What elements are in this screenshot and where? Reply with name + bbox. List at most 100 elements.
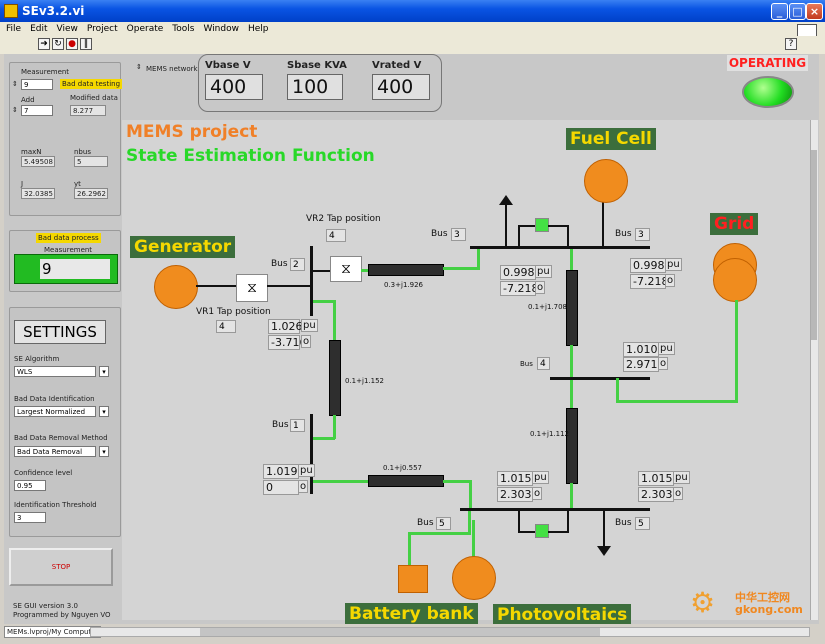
vrated-value[interactable]: 400 [372,74,430,100]
grid-line-c [616,378,619,402]
id-threshold-label: Identification Threshold [14,501,97,509]
bad-data-removal-label: Bad Data Removal Method [14,434,108,442]
grid-icon [713,258,757,302]
run-arrow-icon[interactable]: ➜ [38,38,50,50]
measurement2-label: Measurement [44,246,93,254]
scrollbar-thumb[interactable] [811,150,817,340]
confidence-label: Confidence level [14,469,73,477]
battery-line-c [468,511,471,535]
menu-window[interactable]: Window [203,24,239,34]
stop-button[interactable]: STOP [9,548,113,586]
menu-edit[interactable]: Edit [30,24,48,34]
bus3-switch-top-l [518,225,536,227]
line-1-5-b [443,480,471,483]
bus5-switch-bot-r [548,531,568,533]
add-stepper-icon[interactable]: ⇕ [12,106,18,114]
abort-icon[interactable]: ● [66,38,78,50]
menu-project[interactable]: Project [86,24,118,34]
bus5-right-pu: pu [673,471,690,484]
diagram-area [122,120,810,620]
bus4-voltage: 1.010 [623,342,659,357]
id-threshold-input[interactable]: 3 [14,512,46,523]
generator-icon [154,265,198,309]
add-label: Add [21,96,35,104]
line-2-1-d [313,437,335,440]
bus1-deg: o [298,480,309,493]
vr1-label: VR1 Tap position [196,307,271,317]
help-icon[interactable]: ? [785,38,797,50]
bus2-bar [310,246,313,316]
impedance-1-5 [368,475,444,487]
menu-tools[interactable]: Tools [172,24,195,34]
dropdown-arrow-icon[interactable]: ▾ [99,366,109,377]
fuel-cell-label: Fuel Cell [566,128,656,150]
generator-line [196,285,238,287]
bus1-voltage: 1.019 [263,464,299,479]
run-continuous-icon[interactable]: ↻ [52,38,64,50]
bus5-deg: o [532,487,543,500]
measurement-input[interactable]: 9 [21,79,53,90]
grid-line-b [616,400,738,403]
mems-network-switch[interactable]: ⇕ [136,63,142,71]
confidence-input[interactable]: 0.95 [14,480,46,491]
menu-file[interactable]: File [6,24,22,34]
bus5-breaker[interactable] [535,524,549,538]
bus2-pu: pu [301,319,318,332]
vbase-value[interactable]: 400 [205,74,263,100]
maximize-button[interactable]: □ [789,3,806,20]
nbus-value: 5 [74,156,108,167]
operating-led [742,76,794,108]
watermark-text: 中华工控网 gkong.com [735,591,803,616]
close-button[interactable]: × [806,3,823,20]
sbase-value[interactable]: 100 [287,74,343,100]
menu-view[interactable]: View [56,24,78,34]
vr1-value: 4 [216,320,236,333]
impedance-2-1 [329,340,341,416]
bus3-right-deg: o [665,274,676,287]
bus4-deg: o [658,357,669,370]
pv-line [472,520,475,558]
nbus-label: nbus [74,148,91,156]
bus5-switch-right [567,511,569,533]
minimize-button[interactable]: _ [771,3,788,20]
line-2-3-c [477,246,480,270]
bus3-breaker[interactable] [535,218,549,232]
fuel-cell-icon [584,159,628,203]
author-text: Programmed by Nguyen VO [13,611,111,619]
dropdown-arrow-icon[interactable]: ▾ [99,446,109,457]
vertical-scrollbar[interactable] [810,120,818,620]
fuel-cell-line [602,200,604,247]
menu-operate[interactable]: Operate [126,24,164,34]
dropdown-arrow-icon[interactable]: ▾ [99,406,109,417]
bus5-switch-left [518,511,520,533]
bus3-deg: o [535,281,546,294]
stepper-icon[interactable]: ⇕ [12,80,18,88]
bad-data-id-label: Bad Data Identification [14,395,95,403]
bus3-pu: pu [535,265,552,278]
toolbar [0,36,825,54]
se-algorithm-select[interactable]: WLS [14,366,96,377]
measurement2-value: 9 [40,259,110,279]
bus2-label: Bus [271,259,288,269]
menu-help[interactable]: Help [247,24,269,34]
vr2-label: VR2 Tap position [306,214,381,224]
bus4-bar [550,377,650,380]
pause-icon[interactable]: ‖ [80,38,92,50]
bad-data-id-select[interactable]: Largest Normalized [14,406,96,417]
bus3-voltage: 0.998 [500,265,536,280]
bad-data-removal-select[interactable]: Bad Data Removal [14,446,96,457]
line-4-5-b [570,483,573,509]
vrated-label: Vrated V [372,60,422,71]
bus5-right-voltage: 1.015 [638,471,674,486]
bus5-right-deg: o [673,487,684,500]
bus2-number: 2 [290,258,305,271]
battery-line-a [408,532,411,566]
vr1-line [267,285,311,287]
add-input[interactable]: 7 [21,105,53,116]
horizontal-scrollbar-thumb[interactable] [200,628,600,636]
bus3-switch-top-r [548,225,568,227]
version-text: SE GUI version 3.0 [13,602,78,610]
bus5b-number: 5 [635,517,650,530]
load-arrow-down-icon [597,546,611,556]
mems-network-label: MEMS network [146,65,198,73]
